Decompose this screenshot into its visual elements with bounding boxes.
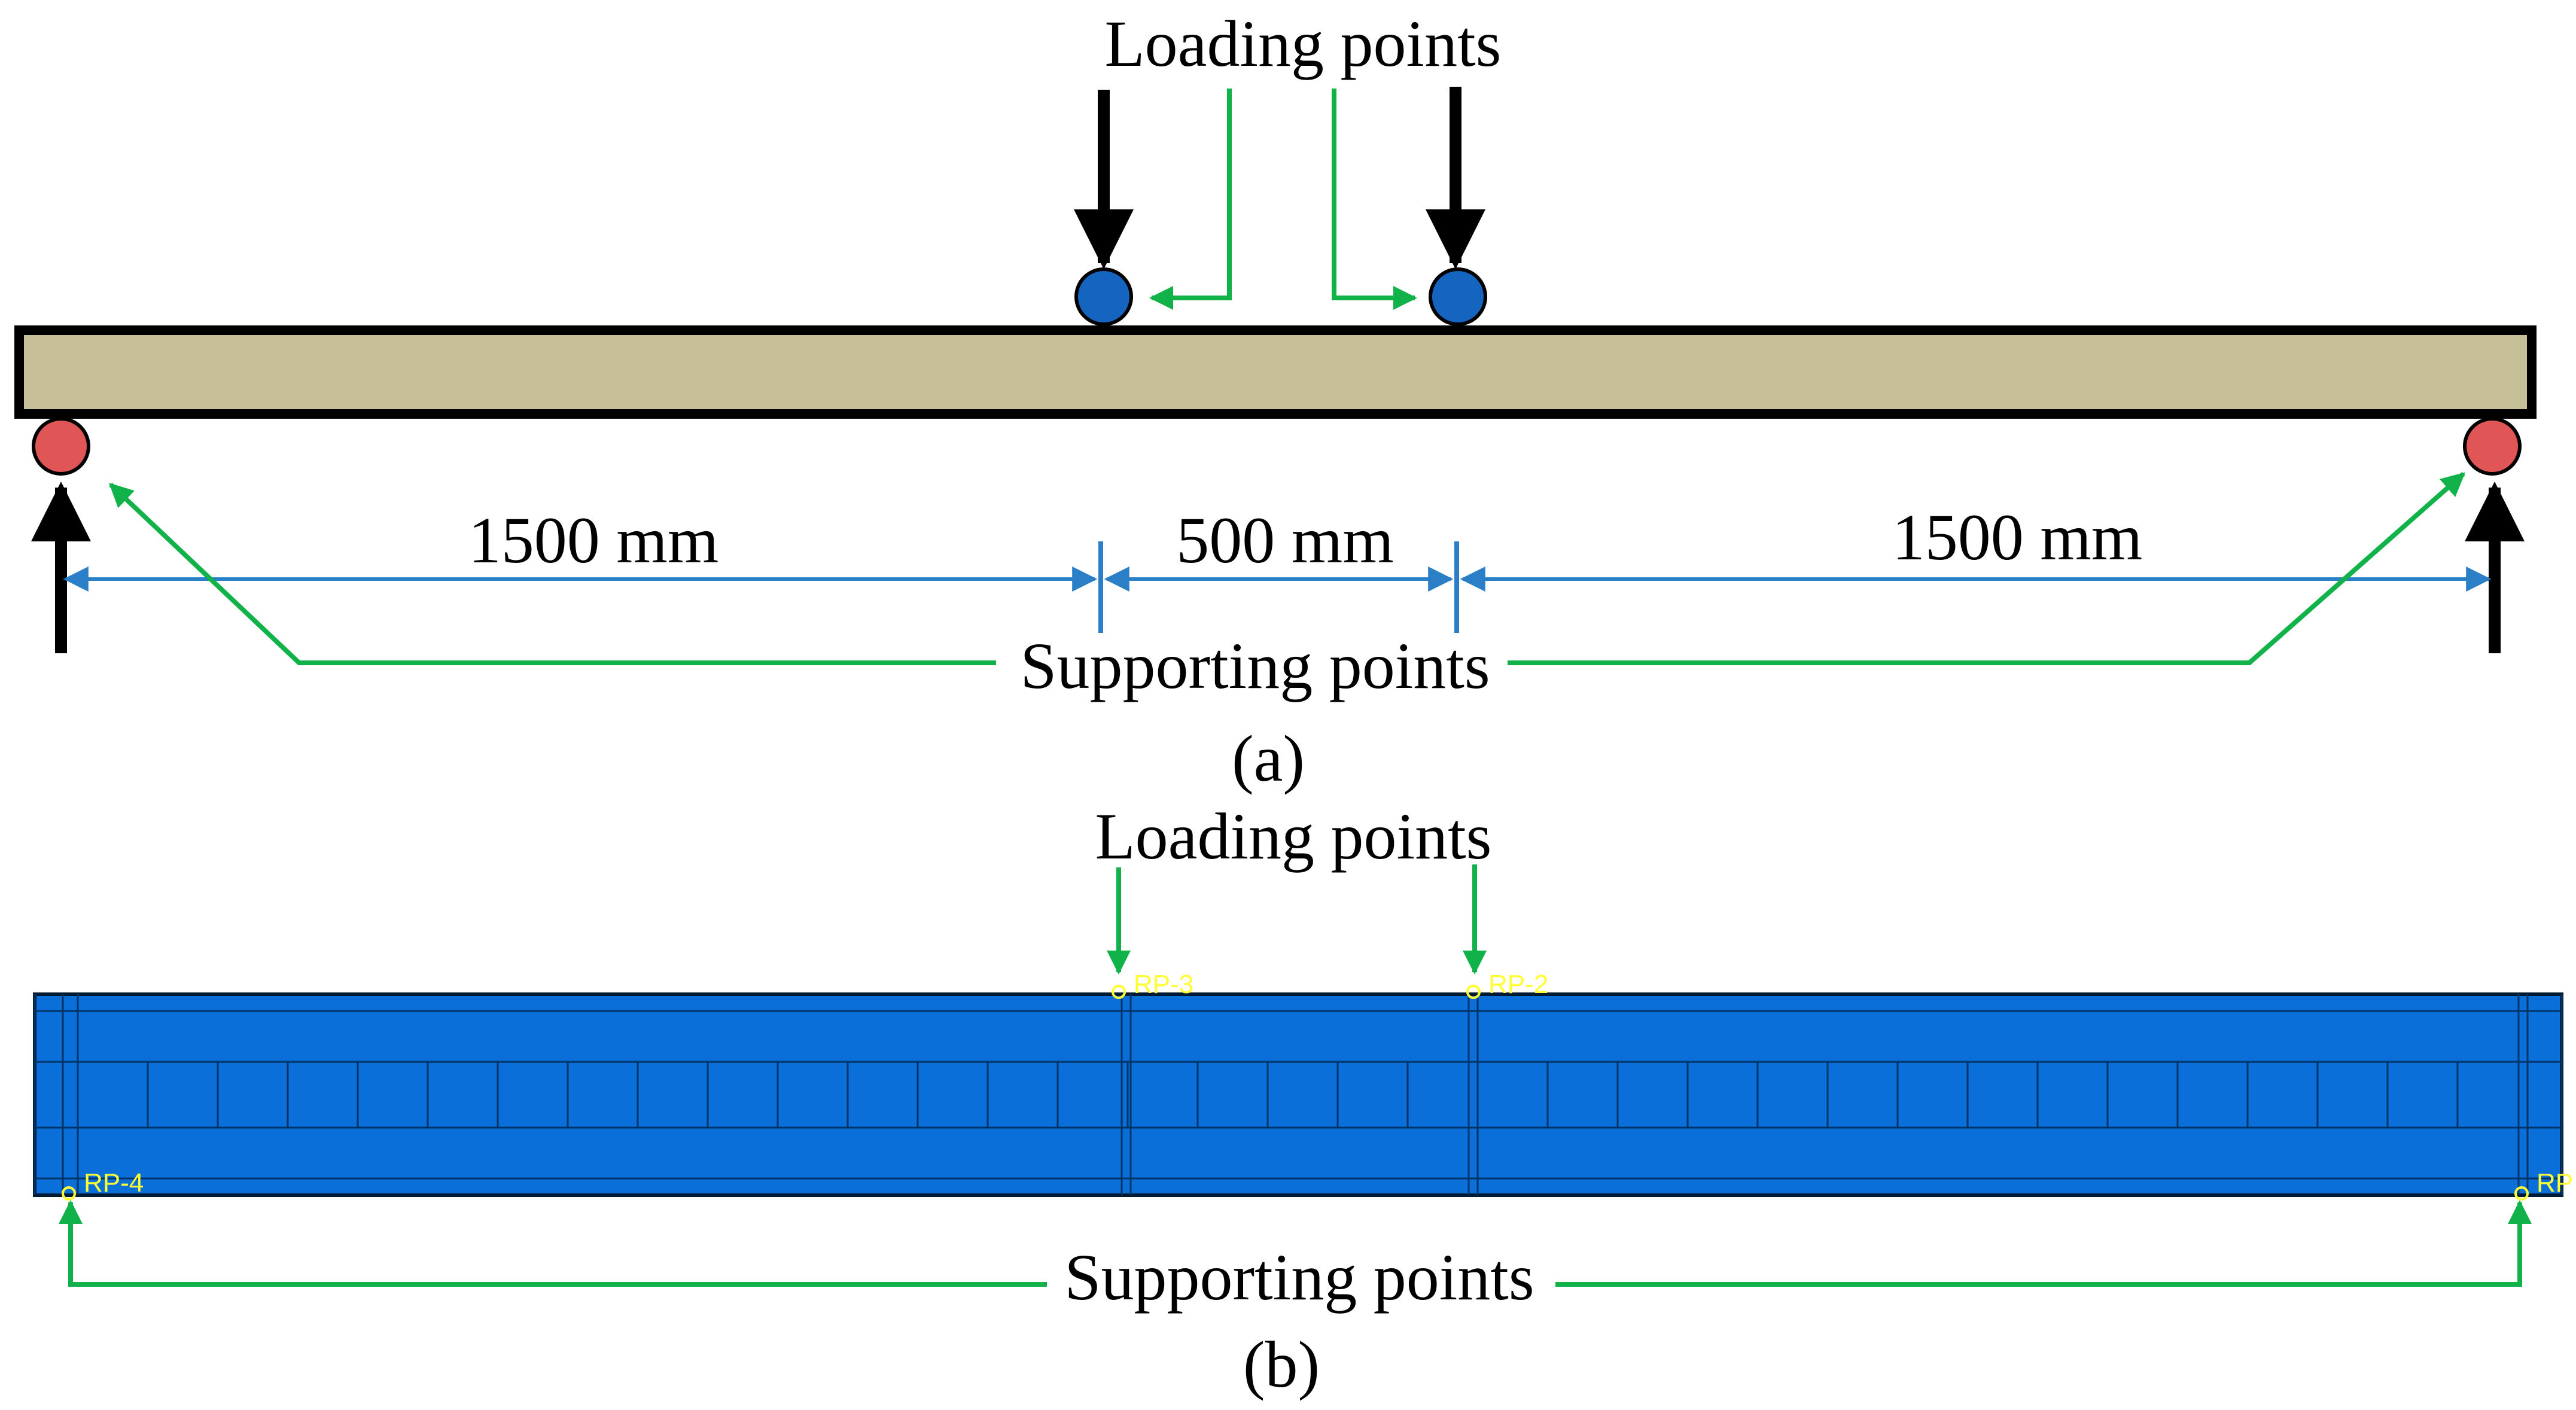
dim-label-mid: 500 mm xyxy=(1176,504,1394,577)
fe-support-leader-right xyxy=(1555,1200,2532,1287)
dim-label-right: 1500 mm xyxy=(1892,501,2143,574)
rp-label-4: RP-4 xyxy=(84,1168,144,1198)
support-point-left xyxy=(32,417,90,476)
rp-marker-2: RP-2 xyxy=(1466,970,1548,999)
support-leader-right xyxy=(1508,472,2465,665)
rp-label-3: RP-3 xyxy=(1134,970,1193,999)
rp-marker-4: RP-4 xyxy=(62,1168,144,1201)
panel-a: Loading points 1500 mm 500 mm 1500 mm Su… xyxy=(14,7,2537,795)
fe-beam xyxy=(33,992,2563,1197)
loading-leader-right xyxy=(1332,89,1417,310)
loading-point-left xyxy=(1074,267,1133,326)
rp-marker-1: RP xyxy=(2514,1168,2573,1201)
loading-point-right xyxy=(1429,267,1487,326)
loading-leader-left xyxy=(1149,89,1232,310)
panel-b-caption: (b) xyxy=(1243,1328,1320,1401)
rp-label-2: RP-2 xyxy=(1488,970,1548,999)
fe-mesh-divisions xyxy=(147,1062,2459,1128)
support-point-right xyxy=(2463,417,2522,476)
rp-marker-3: RP-3 xyxy=(1112,970,1193,999)
beam xyxy=(14,325,2537,419)
panel-b-supporting-label: Supporting points xyxy=(1064,1241,1534,1314)
fe-support-leader-left xyxy=(59,1200,1047,1287)
rp-label-1: RP xyxy=(2537,1168,2573,1198)
panel-a-supporting-label: Supporting points xyxy=(1020,629,1490,702)
panel-a-loading-label: Loading points xyxy=(1104,7,1501,80)
dim-label-left: 1500 mm xyxy=(468,504,719,577)
panel-a-caption: (a) xyxy=(1232,722,1305,795)
fe-mesh-lines xyxy=(34,994,2563,1195)
panel-b-loading-label: Loading points xyxy=(1095,800,1491,873)
panel-b: Loading points RP-3 xyxy=(33,800,2573,1401)
support-leader-left xyxy=(109,483,996,665)
